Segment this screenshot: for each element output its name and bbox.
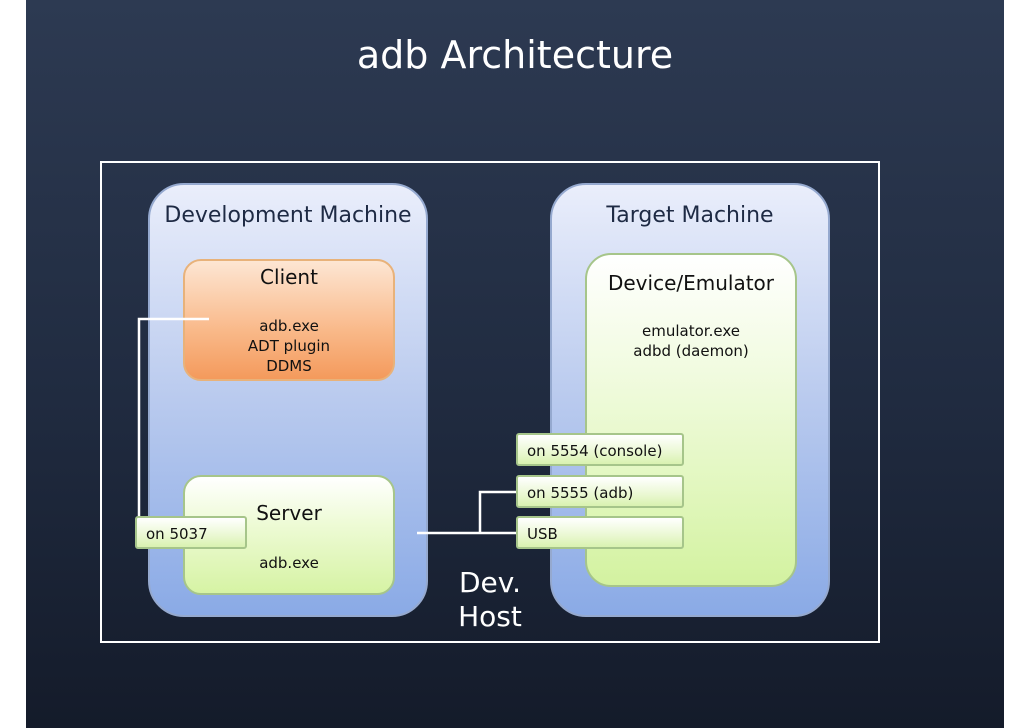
port-5554-console: on 5554 (console): [516, 433, 684, 466]
client-line-adb-exe: adb.exe: [259, 317, 319, 335]
client-box: Client adb.exe ADT plugin DDMS: [183, 259, 395, 381]
client-title: Client: [260, 265, 318, 289]
server-title: Server: [256, 501, 322, 525]
device-line-emulator-exe: emulator.exe: [642, 322, 740, 340]
development-machine-title: Development Machine: [164, 203, 412, 228]
dev-host-label-line-2: Host: [458, 600, 522, 633]
server-line-adb-exe: adb.exe: [259, 554, 319, 572]
dev-host-label: Dev. Host: [440, 566, 540, 634]
client-line-adt-plugin: ADT plugin: [247, 337, 331, 355]
dev-host-label-line-1: Dev.: [458, 566, 522, 599]
slide-title: adb Architecture: [356, 33, 674, 77]
device-line-adbd: adbd (daemon): [633, 342, 749, 360]
port-usb: USB: [516, 516, 684, 549]
target-machine-title: Target Machine: [606, 203, 774, 228]
device-emulator-title: Device/Emulator: [607, 271, 775, 295]
client-components: adb.exe ADT plugin DDMS: [185, 316, 393, 376]
client-line-ddms: DDMS: [266, 357, 312, 375]
device-components: emulator.exe adbd (daemon): [587, 321, 795, 361]
port-5037: on 5037: [135, 516, 247, 549]
server-components: adb.exe: [185, 553, 393, 573]
port-5555-adb: on 5555 (adb): [516, 475, 684, 508]
dev-host-frame: [100, 161, 880, 643]
device-emulator-box: Device/Emulator emulator.exe adbd (daemo…: [585, 253, 797, 587]
server-box: Server adb.exe: [183, 475, 395, 595]
